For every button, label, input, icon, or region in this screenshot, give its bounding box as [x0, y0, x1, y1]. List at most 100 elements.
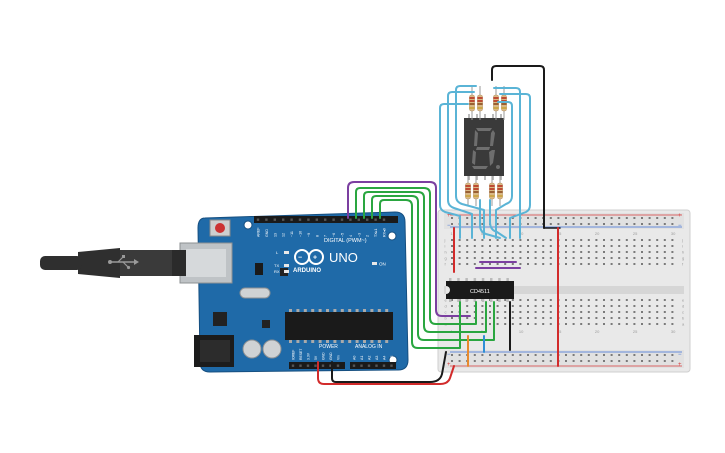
terminal-hole[interactable] [648, 251, 651, 253]
terminal-hole[interactable] [466, 305, 469, 307]
terminal-hole[interactable] [648, 317, 651, 319]
terminal-hole[interactable] [641, 245, 643, 247]
rail-hole[interactable] [625, 217, 628, 219]
terminal-hole[interactable] [542, 257, 545, 259]
terminal-hole[interactable] [565, 317, 567, 319]
rail-hole[interactable] [663, 223, 666, 225]
terminal-hole[interactable] [656, 311, 659, 313]
analog-pin-socket[interactable] [360, 364, 363, 367]
terminal-hole[interactable] [610, 317, 613, 319]
digital-pin-socket[interactable] [357, 218, 360, 221]
terminal-hole[interactable] [656, 251, 659, 253]
terminal-hole[interactable] [641, 239, 643, 241]
terminal-hole[interactable] [511, 251, 514, 253]
terminal-hole[interactable] [565, 311, 567, 313]
rail-hole[interactable] [648, 360, 651, 362]
digital-pin-socket[interactable] [382, 218, 386, 221]
rail-hole[interactable] [565, 217, 567, 219]
digital-pin-socket[interactable] [290, 218, 293, 221]
terminal-hole[interactable] [656, 317, 659, 319]
terminal-hole[interactable] [549, 245, 552, 247]
rail-hole[interactable] [633, 217, 636, 219]
power-pin-socket[interactable] [291, 364, 295, 367]
terminal-hole[interactable] [656, 239, 659, 241]
rail-hole[interactable] [466, 217, 469, 219]
rail-hole[interactable] [527, 217, 529, 219]
terminal-hole[interactable] [663, 299, 666, 301]
terminal-hole[interactable] [580, 299, 583, 301]
terminal-hole[interactable] [473, 317, 476, 319]
terminal-hole[interactable] [481, 245, 484, 247]
terminal-hole[interactable] [625, 323, 628, 325]
terminal-hole[interactable] [587, 251, 590, 253]
terminal-hole[interactable] [511, 245, 514, 247]
terminal-hole[interactable] [641, 305, 643, 307]
terminal-hole[interactable] [496, 239, 499, 241]
digital-pin-socket[interactable] [340, 218, 344, 221]
terminal-hole[interactable] [580, 251, 583, 253]
terminal-hole[interactable] [565, 257, 567, 259]
rail-hole[interactable] [618, 354, 621, 356]
terminal-hole[interactable] [671, 305, 674, 307]
terminal-hole[interactable] [466, 311, 469, 313]
terminal-hole[interactable] [496, 257, 499, 259]
rail-hole[interactable] [648, 217, 651, 219]
terminal-hole[interactable] [625, 299, 628, 301]
terminal-hole[interactable] [466, 251, 469, 253]
terminal-hole[interactable] [466, 257, 469, 259]
terminal-hole[interactable] [466, 245, 469, 247]
terminal-hole[interactable] [504, 323, 507, 325]
terminal-hole[interactable] [542, 263, 545, 265]
terminal-hole[interactable] [549, 299, 552, 301]
terminal-hole[interactable] [451, 245, 453, 247]
terminal-hole[interactable] [489, 263, 491, 265]
rail-hole[interactable] [504, 354, 507, 356]
terminal-hole[interactable] [496, 317, 499, 319]
rail-hole[interactable] [603, 223, 605, 225]
rail-hole[interactable] [625, 360, 628, 362]
terminal-hole[interactable] [527, 299, 529, 301]
terminal-hole[interactable] [580, 263, 583, 265]
terminal-hole[interactable] [663, 251, 666, 253]
rail-hole[interactable] [595, 354, 598, 356]
terminal-hole[interactable] [504, 263, 507, 265]
terminal-hole[interactable] [580, 257, 583, 259]
terminal-hole[interactable] [656, 263, 659, 265]
rail-hole[interactable] [648, 223, 651, 225]
terminal-hole[interactable] [625, 311, 628, 313]
terminal-hole[interactable] [580, 311, 583, 313]
terminal-hole[interactable] [625, 257, 628, 259]
terminal-hole[interactable] [656, 245, 659, 247]
rail-hole[interactable] [451, 360, 453, 362]
rail-hole[interactable] [572, 223, 575, 225]
digital-pin-socket[interactable] [332, 218, 335, 221]
terminal-hole[interactable] [587, 323, 590, 325]
terminal-hole[interactable] [534, 299, 537, 301]
rail-hole[interactable] [504, 217, 507, 219]
rail-hole[interactable] [641, 354, 643, 356]
rail-hole[interactable] [618, 223, 621, 225]
terminal-hole[interactable] [519, 263, 522, 265]
rail-hole[interactable] [572, 217, 575, 219]
rail-hole[interactable] [618, 217, 621, 219]
digital-pin-socket[interactable] [298, 218, 302, 221]
terminal-hole[interactable] [641, 263, 643, 265]
terminal-hole[interactable] [610, 257, 613, 259]
power-pin-socket[interactable] [306, 364, 310, 367]
rail-hole[interactable] [595, 217, 598, 219]
terminal-hole[interactable] [473, 245, 476, 247]
terminal-hole[interactable] [648, 323, 651, 325]
terminal-hole[interactable] [527, 251, 529, 253]
terminal-hole[interactable] [610, 251, 613, 253]
terminal-hole[interactable] [496, 299, 499, 301]
rail-hole[interactable] [481, 360, 484, 362]
terminal-hole[interactable] [610, 239, 613, 241]
terminal-hole[interactable] [572, 323, 575, 325]
terminal-hole[interactable] [595, 299, 598, 301]
analog-pin-socket[interactable] [367, 364, 371, 367]
rail-hole[interactable] [610, 354, 613, 356]
terminal-hole[interactable] [633, 317, 636, 319]
terminal-hole[interactable] [534, 257, 537, 259]
rail-hole[interactable] [473, 217, 476, 219]
terminal-hole[interactable] [451, 317, 453, 319]
